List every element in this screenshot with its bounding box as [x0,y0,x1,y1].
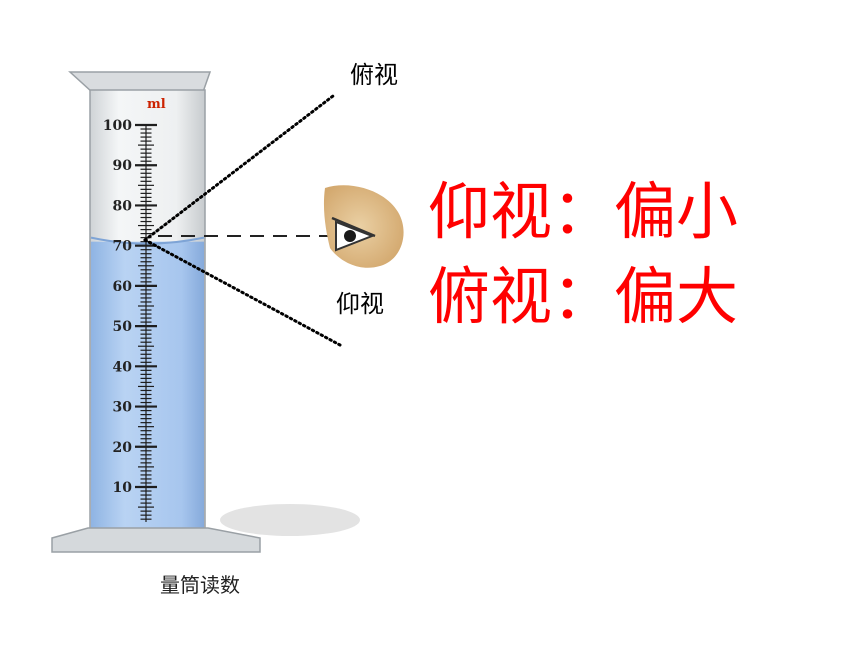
scale-label: 50 [113,319,133,335]
scale-label: 80 [113,198,133,214]
sight-line-bottom [143,238,342,347]
eye-icon [323,185,404,268]
cylinder-scale: 100 90 80 70 60 50 40 30 20 10 [103,118,157,522]
liquid-column [91,241,204,529]
scale-label: 70 [113,239,133,255]
scale-label: 10 [113,480,133,496]
scale-label: 30 [113,400,133,416]
top-view-label: 俯视 [350,61,398,89]
cylinder-shadow [220,504,360,536]
scale-label: 90 [113,158,133,174]
graduated-cylinder: 100 90 80 70 60 50 40 30 20 10 ml [51,71,261,553]
scale-label: 40 [113,359,133,375]
scale-label: 20 [113,440,133,456]
cylinder-base [51,527,261,553]
cylinder-spout [68,71,212,93]
rule-looking-up: 仰视：偏小 [428,175,738,248]
unit-label: ml [147,97,166,112]
sight-line-top [143,94,335,242]
rule-looking-down: 俯视：偏大 [428,260,738,333]
meniscus [90,236,205,245]
scale-label: 60 [113,279,133,295]
figure-caption: 量筒读数 [160,573,240,597]
bottom-view-label: 仰视 [336,290,384,318]
scale-label: 100 [103,118,132,134]
